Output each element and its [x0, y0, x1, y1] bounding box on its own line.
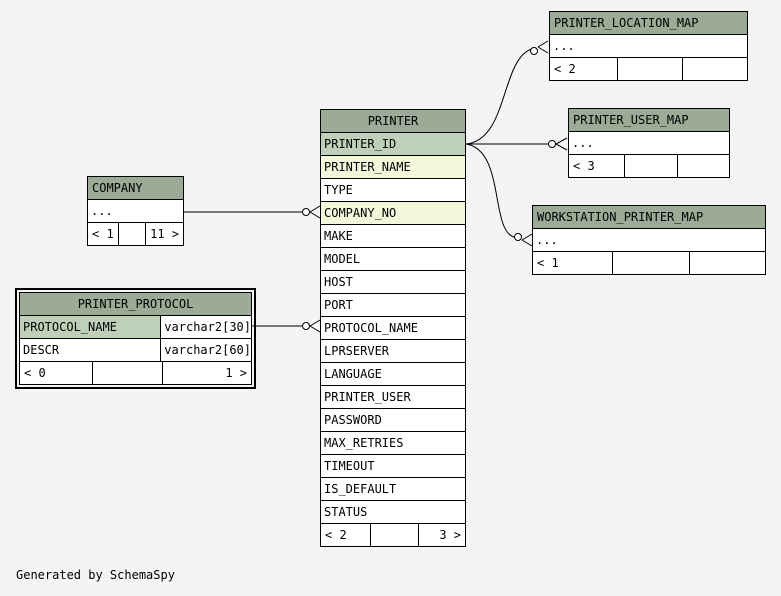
table-header[interactable]: PRINTER [321, 110, 465, 132]
parent-count[interactable]: < 3 [573, 159, 595, 173]
printer-user-map-table[interactable]: PRINTER_USER_MAP ... < 3 [568, 108, 730, 178]
parent-count[interactable]: < 1 [92, 227, 114, 241]
column-printer-user[interactable]: PRINTER_USER [321, 385, 465, 408]
table-header[interactable]: WORKSTATION_PRINTER_MAP [533, 206, 765, 228]
table-header[interactable]: PRINTER_USER_MAP [569, 109, 729, 131]
column-is-default[interactable]: IS_DEFAULT [321, 477, 465, 500]
column-language[interactable]: LANGUAGE [321, 362, 465, 385]
column-type: varchar2[30] [160, 316, 251, 338]
table-footer: < 2 [550, 57, 747, 80]
column-status[interactable]: STATUS [321, 500, 465, 523]
column-protocol-name[interactable]: PROTOCOL_NAME [321, 316, 465, 339]
table-footer: < 0 1 > [20, 361, 251, 384]
column-port[interactable]: PORT [321, 293, 465, 316]
workstation-printer-map-table[interactable]: WORKSTATION_PRINTER_MAP ... < 1 [532, 205, 766, 275]
column-timeout[interactable]: TIMEOUT [321, 454, 465, 477]
table-footer: < 1 11 > [88, 222, 183, 245]
printer-protocol-table[interactable]: PRINTER_PROTOCOL PROTOCOL_NAME varchar2[… [15, 288, 256, 389]
column-ellipsis[interactable]: ... [550, 34, 747, 57]
column-company-no[interactable]: COMPANY_NO [321, 201, 465, 224]
generated-by-text: Generated by SchemaSpy [16, 568, 175, 582]
link-workstation-printer-map [465, 143, 515, 238]
table-footer: < 3 [569, 154, 729, 177]
column-lprserver[interactable]: LPRSERVER [321, 339, 465, 362]
link-printer-location-map [465, 47, 537, 145]
parent-count[interactable]: < 2 [554, 62, 576, 76]
column-protocol-name[interactable]: PROTOCOL_NAME varchar2[30] [20, 315, 251, 338]
table-footer: < 2 3 > [321, 523, 465, 546]
table-footer: < 1 [533, 251, 765, 274]
column-descr[interactable]: DESCR varchar2[60] [20, 338, 251, 361]
printer-table[interactable]: PRINTER PRINTER_ID PRINTER_NAME TYPE COM… [320, 109, 466, 547]
parent-count[interactable]: < 1 [537, 256, 559, 270]
column-password[interactable]: PASSWORD [321, 408, 465, 431]
column-max-retries[interactable]: MAX_RETRIES [321, 431, 465, 454]
column-type[interactable]: TYPE [321, 178, 465, 201]
column-printer-name[interactable]: PRINTER_NAME [321, 155, 465, 178]
child-count[interactable]: 1 > [162, 362, 251, 384]
column-name: PROTOCOL_NAME [23, 320, 117, 334]
table-header[interactable]: PRINTER_LOCATION_MAP [550, 12, 747, 34]
column-make[interactable]: MAKE [321, 224, 465, 247]
column-ellipsis[interactable]: ... [533, 228, 765, 251]
table-header[interactable]: COMPANY [88, 177, 183, 199]
column-printer-id[interactable]: PRINTER_ID [321, 132, 465, 155]
column-ellipsis[interactable]: ... [88, 199, 183, 222]
table-header[interactable]: PRINTER_PROTOCOL [20, 293, 251, 315]
parent-count[interactable]: < 0 [24, 366, 46, 380]
child-count[interactable]: 11 > [145, 223, 183, 245]
printer-location-map-table[interactable]: PRINTER_LOCATION_MAP ... < 2 [549, 11, 748, 81]
column-model[interactable]: MODEL [321, 247, 465, 270]
parent-count[interactable]: < 2 [325, 528, 347, 542]
column-name: DESCR [23, 343, 60, 357]
child-count[interactable]: 3 > [418, 524, 465, 546]
column-ellipsis[interactable]: ... [569, 131, 729, 154]
company-table[interactable]: COMPANY ... < 1 11 > [87, 176, 184, 246]
column-host[interactable]: HOST [321, 270, 465, 293]
column-type: varchar2[60] [160, 339, 251, 361]
